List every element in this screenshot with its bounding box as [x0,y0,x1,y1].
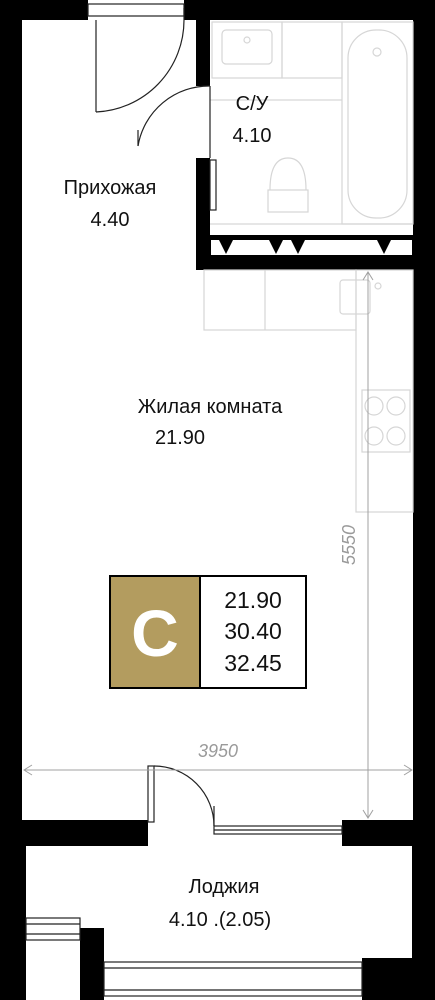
dimension-lines [23,271,413,819]
balcony-door [147,765,343,835]
entrance-door [87,3,185,113]
bathroom-area: 4.10 [233,125,272,147]
kitchen-counter [355,269,414,513]
height-dimension-label: 5550 [339,525,359,565]
wall-left-upper [0,0,22,822]
width-dimension-label: 3950 [198,741,238,761]
wall-loggia-top-left [0,820,148,846]
hallway-name: Прихожая [64,177,157,199]
toilet [267,189,309,213]
badge-letter: C [131,596,179,670]
wall-top-right [184,0,435,20]
bathtub [341,21,414,225]
badge-total-area: 30.40 [224,618,282,644]
kitchen-sink [339,279,371,315]
wall-right-upper [413,0,435,822]
loggia-area: 4.10 .(2.05) [169,909,271,931]
wall-loggia-bottom-left [80,928,104,1000]
wall-loggia-bottom-right [362,958,435,1000]
wall-right-lower [412,822,435,1000]
badge-living-area: 21.90 [224,587,282,613]
kitchen-fixtures [203,269,414,513]
hallway-area: 4.40 [91,209,130,231]
living-room-area: 21.90 [155,427,205,449]
bath-vent-strip [209,235,414,257]
bathroom-name: С/У [236,93,269,115]
stove [361,389,411,453]
wall-left-lower [0,822,26,1000]
wall-bath-stub-upper [196,0,210,86]
bathroom-door [137,85,217,211]
wall-bath-bottom [196,256,435,270]
badge-letter-box [110,576,200,688]
badge-full-area: 32.45 [224,650,282,676]
bathroom-fixtures [210,21,414,225]
loggia-name: Лоджия [189,876,260,898]
wall-bath-stub-lower [196,158,210,270]
loggia-railing [25,917,363,997]
living-room-name: Жилая комната [138,396,283,418]
apartment-badge: C 21.90 30.40 32.45 [109,575,307,689]
